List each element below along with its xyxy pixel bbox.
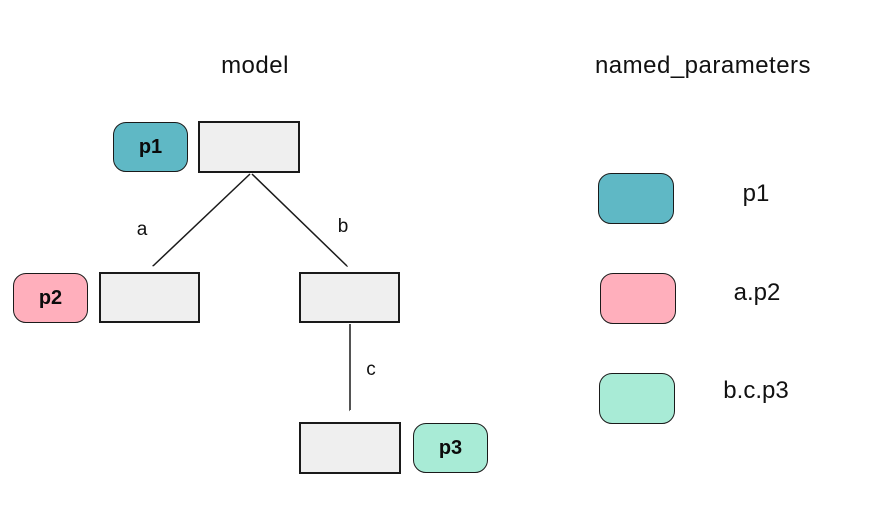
param-p1-label: p1 xyxy=(138,135,163,158)
named-parameters-title: named_parameters xyxy=(594,52,812,79)
param-p2-pill: p2 xyxy=(13,273,88,323)
legend-label-p1: p1 xyxy=(742,180,770,207)
module-b-c xyxy=(299,422,401,474)
edge-b-line xyxy=(251,173,347,266)
module-root xyxy=(198,121,300,173)
param-p2-label: p2 xyxy=(38,286,63,309)
param-p3-label: p3 xyxy=(438,436,463,459)
module-a xyxy=(99,272,200,323)
module-b xyxy=(299,272,400,323)
edge-a-line xyxy=(153,173,251,266)
model-title: model xyxy=(221,52,289,79)
legend-label-a-p2: a.p2 xyxy=(733,279,781,306)
legend-swatch-p1 xyxy=(598,173,674,224)
legend-label-b-c-p3: b.c.p3 xyxy=(723,377,789,404)
edge-b-label: b xyxy=(337,216,349,237)
param-p1-pill: p1 xyxy=(113,122,188,172)
edge-c-label: c xyxy=(366,359,376,380)
legend-swatch-b-c-p3 xyxy=(599,373,675,424)
legend-swatch-a-p2 xyxy=(600,273,676,324)
param-p3-pill: p3 xyxy=(413,423,488,473)
edge-a-label: a xyxy=(136,219,148,240)
